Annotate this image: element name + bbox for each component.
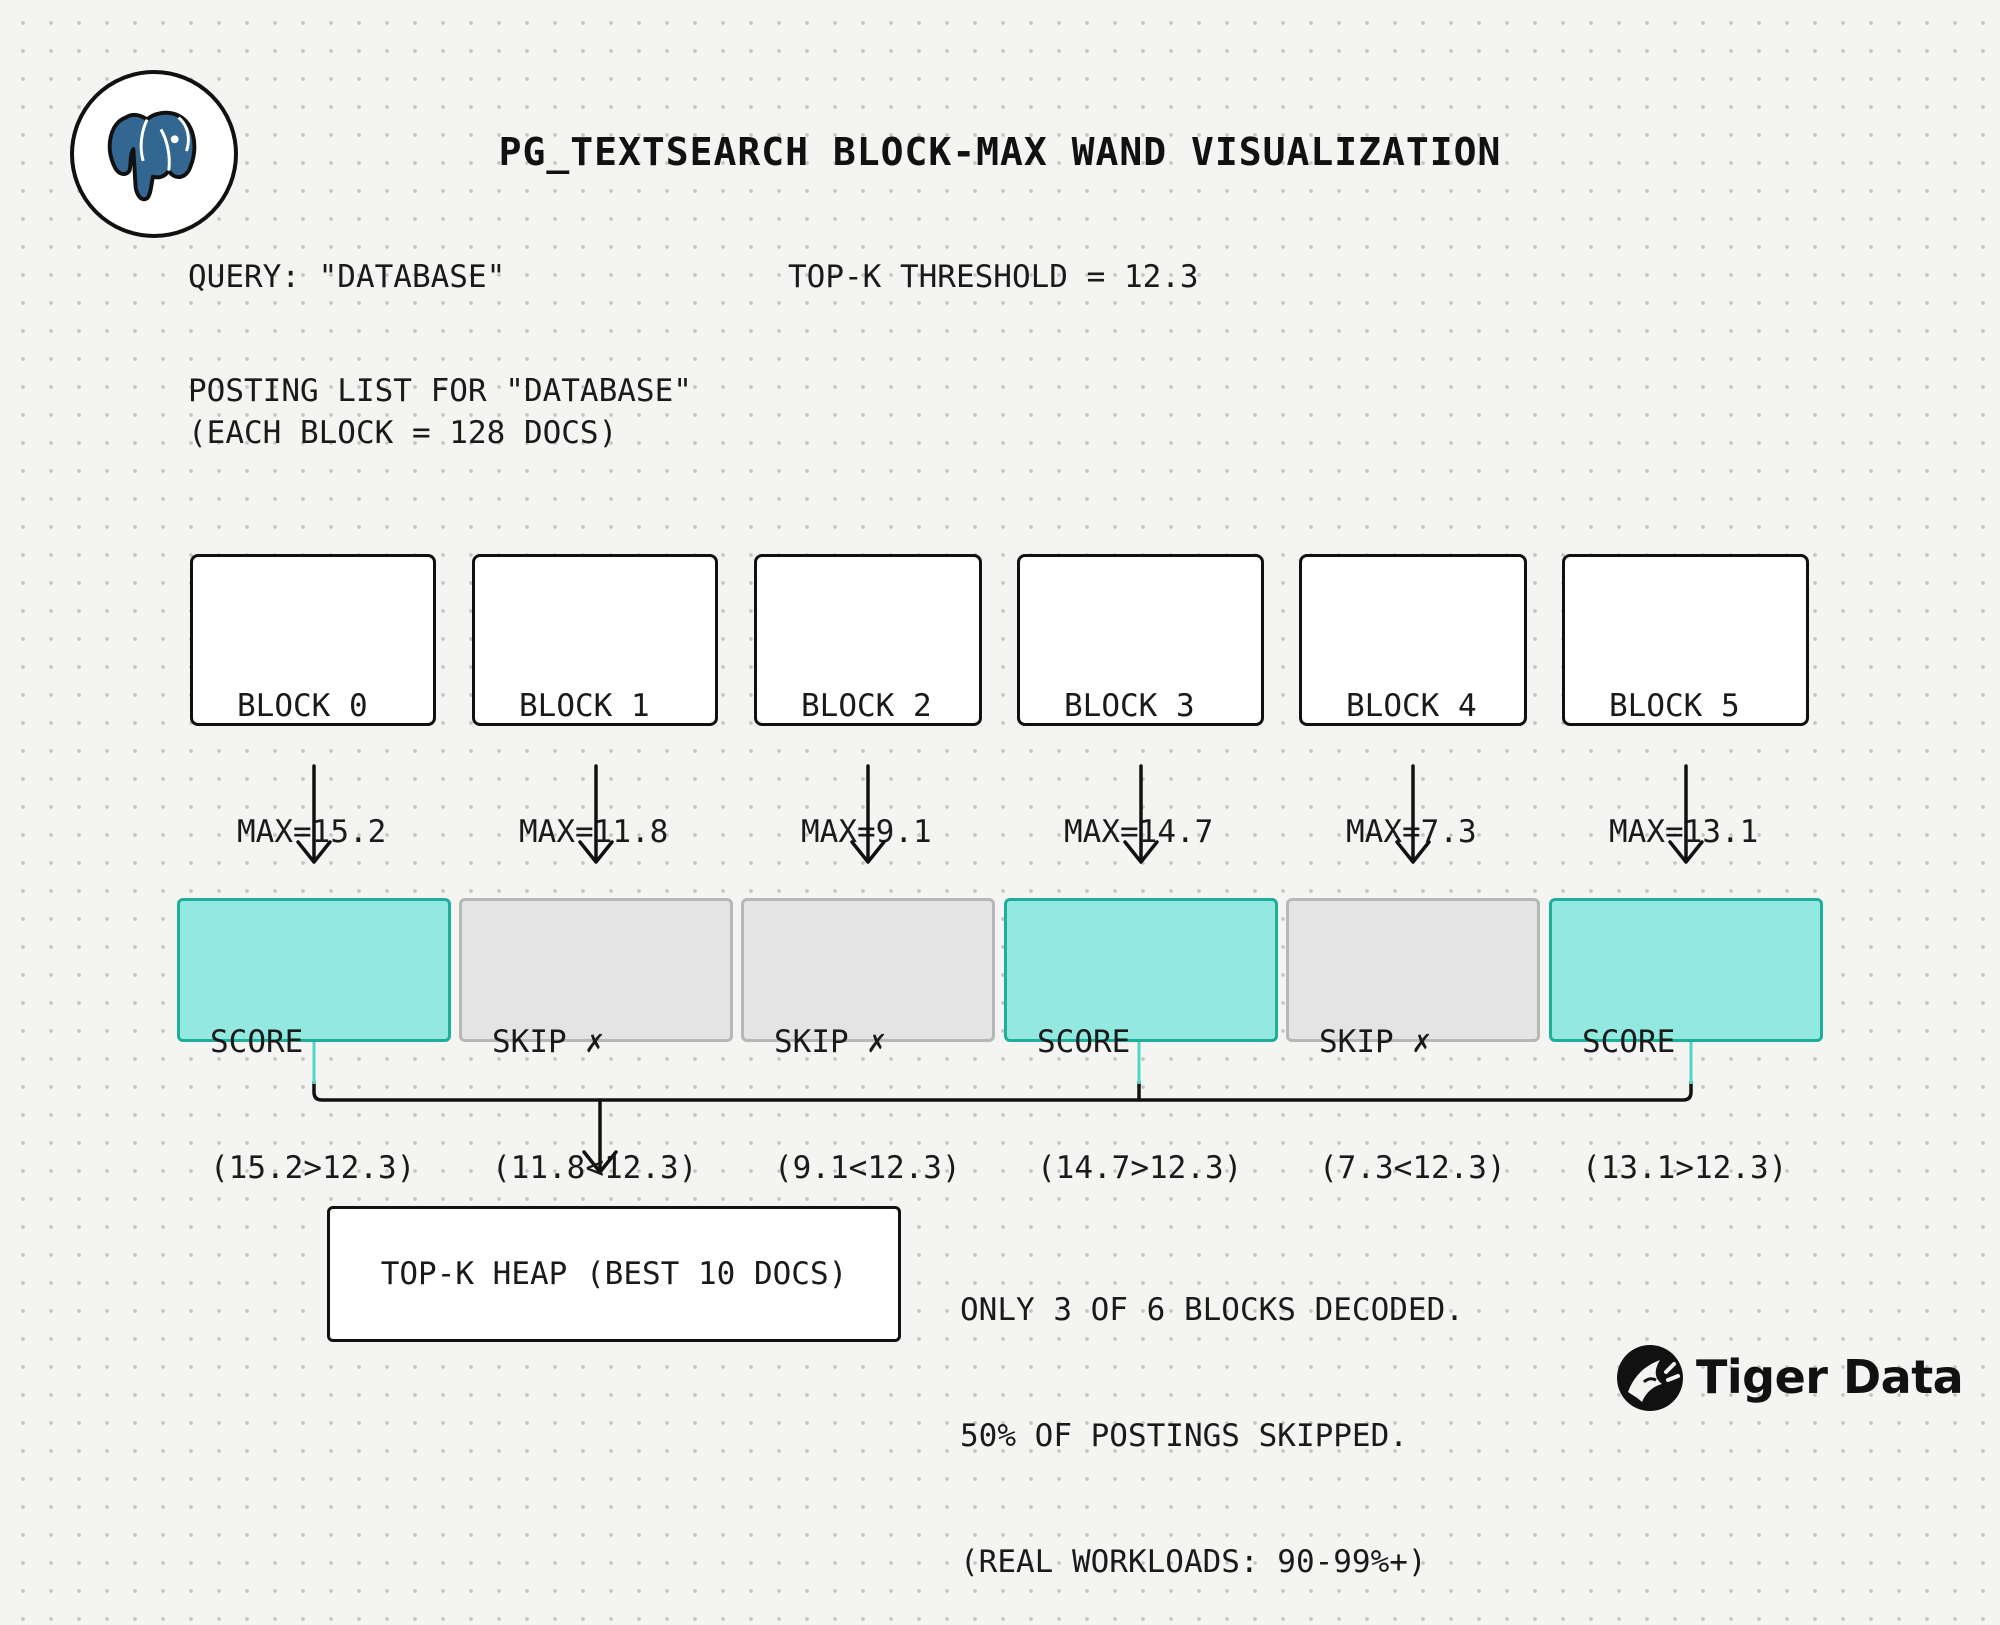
block-box: BLOCK 3 MAX=14.7 <box>1017 554 1264 850</box>
result-action: SCORE <box>210 1024 304 1060</box>
result-detail: (13.1>12.3) <box>1582 1150 1788 1186</box>
result-action: SKIP ✗ <box>492 1024 604 1060</box>
block-box: BLOCK 2 MAX=9.1 <box>754 554 982 850</box>
result-detail: (11.8<12.3) <box>492 1150 698 1186</box>
tiger-data-logo-icon <box>1617 1345 1683 1411</box>
result-skip-box: SKIP ✗ (7.3<12.3) <box>1286 898 1540 1186</box>
result-action: SCORE <box>1037 1024 1131 1060</box>
result-detail: (14.7>12.3) <box>1037 1150 1243 1186</box>
result-detail: (9.1<12.3) <box>774 1150 961 1186</box>
block-box: BLOCK 5 MAX=13.1 <box>1562 554 1809 850</box>
block-max: MAX=13.1 <box>1609 814 1759 850</box>
result-action: SKIP ✗ <box>1319 1024 1431 1060</box>
block-name: BLOCK 3 <box>1064 688 1195 724</box>
result-action: SKIP ✗ <box>774 1024 886 1060</box>
postgresql-elephant-icon <box>107 110 197 202</box>
result-score-box: SCORE (13.1>12.3) <box>1549 898 1823 1186</box>
summary-note-line: (REAL WORKLOADS: 90-99%+) <box>960 1544 1427 1580</box>
result-skip-box: SKIP ✗ (11.8<12.3) <box>459 898 733 1186</box>
connector-lines <box>296 764 1704 1174</box>
result-score-box: SCORE (14.7>12.3) <box>1004 898 1278 1186</box>
posting-list-subtitle: (EACH BLOCK = 128 DOCS) <box>188 415 618 451</box>
block-name: BLOCK 0 <box>237 688 368 724</box>
block-max: MAX=15.2 <box>237 814 387 850</box>
diagram-title: PG_TEXTSEARCH BLOCK-MAX WAND VISUALIZATI… <box>498 130 1502 174</box>
posting-list-title: POSTING LIST FOR "DATABASE" <box>188 373 692 409</box>
block-box: BLOCK 1 MAX=11.8 <box>472 554 718 850</box>
block-box: BLOCK 0 MAX=15.2 <box>190 554 436 850</box>
block-name: BLOCK 2 <box>801 688 932 724</box>
result-detail: (15.2>12.3) <box>210 1150 416 1186</box>
result-action: SCORE <box>1582 1024 1676 1060</box>
block-name: BLOCK 1 <box>519 688 650 724</box>
result-score-box: SCORE (15.2>12.3) <box>177 898 451 1186</box>
block-name: BLOCK 5 <box>1609 688 1740 724</box>
block-box: BLOCK 4 MAX=7.3 <box>1299 554 1527 850</box>
query-label: QUERY: "DATABASE" <box>188 259 506 295</box>
block-max: MAX=14.7 <box>1064 814 1214 850</box>
threshold-label: TOP-K THRESHOLD = 12.3 <box>788 259 1199 295</box>
summary-note-line: ONLY 3 OF 6 BLOCKS DECODED. <box>960 1292 1464 1328</box>
summary-note-line: 50% OF POSTINGS SKIPPED. <box>960 1418 1408 1454</box>
result-detail: (7.3<12.3) <box>1319 1150 1506 1186</box>
block-max: MAX=11.8 <box>519 814 669 850</box>
brand-name: Tiger Data <box>1696 1350 1964 1404</box>
postgresql-logo <box>70 70 238 238</box>
top-k-heap-box: TOP-K HEAP (BEST 10 DOCS) <box>327 1206 901 1342</box>
block-name: BLOCK 4 <box>1346 688 1477 724</box>
summary-notes: ONLY 3 OF 6 BLOCKS DECODED. 50% OF POSTI… <box>960 1205 1464 1625</box>
result-skip-box: SKIP ✗ (9.1<12.3) <box>741 898 995 1186</box>
